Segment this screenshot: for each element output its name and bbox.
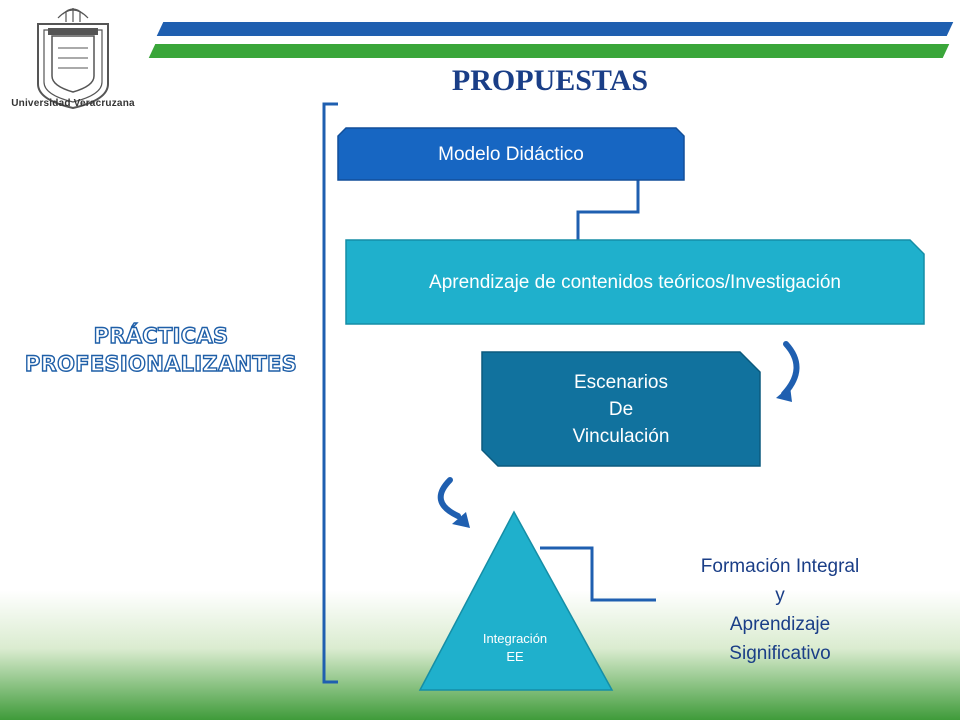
box3-line3: Vinculación <box>572 425 670 447</box>
triangle-line1: Integración <box>482 631 548 646</box>
curved-arrow-left <box>437 477 461 519</box>
box1-label: Modelo Didáctico <box>438 144 584 165</box>
outcome-line2: y <box>775 585 785 606</box>
box-modelo-didactico <box>337 127 685 181</box>
box3-label: Escenarios De Vinculación <box>482 352 760 466</box>
triangle-label: Integración EE <box>460 628 570 668</box>
curved-arrow-right <box>781 341 800 397</box>
side-label: PRÁCTICAS PROFESIONALIZANTES <box>10 322 312 378</box>
connector-box1-box2 <box>576 180 640 242</box>
outcome-line1: Formación Integral <box>700 556 860 577</box>
outcome-text: Formación Integral y Aprendizaje Signifi… <box>660 552 900 668</box>
box3-line1: Escenarios <box>574 371 668 393</box>
box-escenarios <box>481 351 761 467</box>
connector-triangle-outcome <box>540 546 656 602</box>
box2-label: Aprendizaje de contenidos teóricos/Inves… <box>429 272 841 293</box>
outcome-line4: Significativo <box>729 643 831 664</box>
side-label-line1: PRÁCTICAS <box>93 323 229 348</box>
page-title: PROPUESTAS <box>451 64 649 97</box>
box-aprendizaje <box>345 239 925 325</box>
left-bracket <box>322 102 338 684</box>
box3-line2: De <box>608 398 634 420</box>
side-label-line2: PROFESIONALIZANTES <box>24 351 298 376</box>
logo-caption: Universidad Veracruzana <box>11 98 135 109</box>
triangle-integracion <box>418 510 614 691</box>
triangle-line2: EE <box>506 649 524 664</box>
university-seal-logo <box>37 8 109 110</box>
outcome-line3: Aprendizaje <box>729 614 831 635</box>
